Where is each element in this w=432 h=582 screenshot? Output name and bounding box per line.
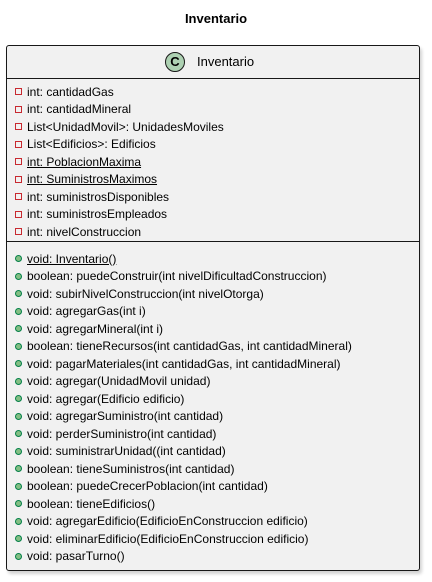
attribute-text: int: suministrosDisponibles [27,189,170,204]
method-text: void: agregar(UnidadMovil unidad) [27,374,211,389]
public-visibility-icon [15,447,22,455]
method-row: boolean: tieneEdificios() [7,495,419,513]
method-text: void: pagarMateriales(int cantidadGas, i… [27,356,341,371]
method-text: void: subirNivelConstruccion(int nivelOt… [27,286,264,301]
attribute-row: int: cantidadGas [7,83,419,101]
method-row: void: suministrarUnidad((int cantidad) [7,443,419,461]
method-text: boolean: tieneSuministros(int cantidad) [27,461,235,476]
attribute-row: int: suministrosDisponibles [7,188,419,206]
method-text: void: pasarTurno() [27,549,125,564]
attribute-text: int: SuministrosMaximos [27,172,158,187]
class-name: Inventario [197,54,255,69]
class-stereotype-icon: C [165,52,185,72]
method-row: void: agregarGas(int i) [7,303,419,321]
method-row: boolean: puedeConstruir(int nivelDificul… [7,268,419,286]
attribute-row: List<UnidadMovil>: UnidadesMoviles [7,118,419,136]
class-header: C Inventario [7,46,419,79]
method-row: boolean: tieneRecursos(int cantidadGas, … [7,338,419,356]
private-visibility-icon [15,140,22,148]
method-text: void: agregarEdificio(EdificioEnConstruc… [27,514,308,529]
method-row: void: pasarTurno() [7,548,419,566]
attribute-text: List<UnidadMovil>: UnidadesMoviles [27,119,224,134]
public-visibility-icon [15,517,22,525]
attribute-text: List<Edificios>: Edificios [27,137,156,152]
method-text: void: Inventario() [27,251,117,266]
attribute-row: int: PoblacionMaxima [7,153,419,171]
public-visibility-icon [15,377,22,385]
public-visibility-icon [15,255,22,263]
method-text: boolean: tieneEdificios() [27,496,156,511]
private-visibility-icon [15,123,22,131]
public-visibility-icon [15,290,22,298]
private-visibility-icon [15,210,22,218]
method-row: void: perderSuministro(int cantidad) [7,425,419,443]
private-visibility-icon [15,228,22,236]
attribute-text: int: PoblacionMaxima [27,154,142,169]
method-text: boolean: puedeCrecerPoblacion(int cantid… [27,479,268,494]
compartment-divider [7,241,419,242]
attribute-text: int: cantidadMineral [27,102,132,117]
method-text: boolean: tieneRecursos(int cantidadGas, … [27,339,352,354]
method-text: void: agregarSuministro(int cantidad) [27,409,224,424]
attribute-row: int: SuministrosMaximos [7,171,419,189]
public-visibility-icon [15,535,22,543]
attribute-row: int: cantidadMineral [7,101,419,119]
method-row: void: agregarMineral(int i) [7,320,419,338]
method-text: void: agregarMineral(int i) [27,321,164,336]
private-visibility-icon [15,105,22,113]
method-row: void: eliminarEdificio(EdificioEnConstru… [7,530,419,548]
method-row: void: agregar(Edificio edificio) [7,390,419,408]
private-visibility-icon [15,88,22,96]
public-visibility-icon [15,360,22,368]
private-visibility-icon [15,193,22,201]
method-row: void: agregarSuministro(int cantidad) [7,408,419,426]
method-text: void: agregar(Edificio edificio) [27,391,185,406]
attribute-row: List<Edificios>: Edificios [7,136,419,154]
public-visibility-icon [15,395,22,403]
method-row: void: Inventario() [7,250,419,268]
public-visibility-icon [15,307,22,315]
method-row: void: pagarMateriales(int cantidadGas, i… [7,355,419,373]
attribute-row: int: nivelConstruccion [7,223,419,241]
public-visibility-icon [15,272,22,280]
attribute-row: int: suministrosEmpleados [7,206,419,224]
public-visibility-icon [15,482,22,490]
method-text: void: suministrarUnidad((int cantidad) [27,444,226,459]
public-visibility-icon [15,342,22,350]
private-visibility-icon [15,158,22,166]
method-row: boolean: tieneSuministros(int cantidad) [7,460,419,478]
method-row: void: agregar(UnidadMovil unidad) [7,373,419,391]
method-row: void: subirNivelConstruccion(int nivelOt… [7,285,419,303]
private-visibility-icon [15,175,22,183]
public-visibility-icon [15,552,22,560]
diagram-title: Inventario [184,11,248,26]
methods-compartment: void: Inventario() boolean: puedeConstrui… [7,250,419,565]
method-row: void: agregarEdificio(EdificioEnConstruc… [7,513,419,531]
attribute-text: int: suministrosEmpleados [27,207,168,222]
public-visibility-icon [15,412,22,420]
attribute-text: int: cantidadGas [27,84,114,99]
method-text: boolean: puedeConstruir(int nivelDificul… [27,269,327,284]
method-text: void: agregarGas(int i) [27,304,146,319]
method-text: void: eliminarEdificio(EdificioEnConstru… [27,531,309,546]
method-row: boolean: puedeCrecerPoblacion(int cantid… [7,478,419,496]
public-visibility-icon [15,500,22,508]
attribute-text: int: nivelConstruccion [27,224,142,239]
public-visibility-icon [15,465,22,473]
public-visibility-icon [15,325,22,333]
method-text: void: perderSuministro(int cantidad) [27,426,217,441]
public-visibility-icon [15,430,22,438]
